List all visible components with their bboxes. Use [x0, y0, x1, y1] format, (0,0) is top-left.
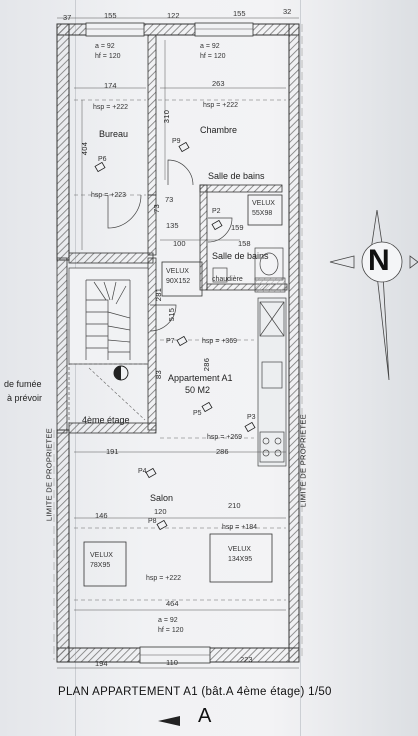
dim-apt-286: 286 [216, 447, 229, 456]
dim-hall-100: 100 [173, 239, 186, 248]
point-p7: P7 [166, 338, 175, 345]
dim-hall-83: 83 [153, 370, 163, 379]
window-hf-left: hf = 120 [95, 53, 121, 60]
dimension-lines [57, 17, 299, 669]
paper-fold [300, 0, 301, 736]
slope-lines [74, 99, 286, 601]
room-chaudiere: chaudière [212, 276, 243, 283]
dim-bureau-width: 174 [104, 81, 117, 90]
hsp-salon-bottom: hsp = +222 [146, 575, 182, 582]
window-sill-lines [86, 28, 253, 656]
window-hf-bottom: hf = 120 [158, 627, 184, 634]
dim-chambre-depth: 310 [162, 109, 172, 124]
dim-salon-464: 464 [166, 599, 179, 608]
staircase [68, 267, 149, 365]
velux-hall-size: 90X152 [166, 278, 191, 285]
hsp-salon-right: hsp = +184 [222, 524, 258, 531]
north-compass [329, 209, 418, 381]
dim-top-2: 155 [104, 11, 117, 20]
dim-top-3: 122 [167, 11, 180, 20]
point-p5: P5 [193, 410, 202, 417]
door-swings [107, 159, 233, 332]
dim-salon-120: 120 [154, 507, 167, 516]
point-p3: P3 [247, 414, 256, 421]
velux-sdb-size: 55X98 [252, 210, 273, 217]
velux-salon-right-label: VELUX [228, 546, 251, 553]
dim-sdb-159: 159 [231, 223, 244, 232]
dim-hall-73b: 73 [165, 195, 174, 204]
apartment-name: Appartement A1 [168, 373, 233, 383]
room-salon: Salon [150, 493, 174, 503]
interior-walls [56, 34, 288, 434]
dim-chambre-width: 263 [212, 79, 225, 88]
room-salle-de-bains-upper: Salle de bains [208, 171, 265, 181]
bathroom-fixtures [212, 247, 286, 293]
dim-salon-146: 146 [95, 511, 108, 520]
landing-diagonal [88, 367, 146, 421]
plan-title: PLAN APPARTEMENT A1 (bât.A 4ème étage) 1… [58, 686, 332, 698]
dim-top-1: 37 [63, 13, 72, 22]
point-p8: P8 [148, 518, 157, 525]
room-chambre: Chambre [200, 125, 238, 135]
hsp-hall: hsp = +369 [202, 338, 238, 345]
velux-salon-left-size: 78X95 [90, 562, 111, 569]
window-a-right: a = 92 [200, 43, 220, 50]
point-p6: P6 [98, 156, 107, 163]
velux-salon-right-size: 134X95 [228, 556, 253, 563]
window-a-bottom: a = 92 [158, 617, 178, 624]
dim-hall-515: 515 [167, 307, 177, 322]
hsp-appartement: hsp = +269 [207, 434, 243, 441]
dim-bureau-depth: 404 [80, 141, 90, 156]
paper-fold [75, 0, 76, 736]
velux-salon-left-label: VELUX [90, 552, 113, 559]
section-arrow [158, 716, 180, 726]
dim-hall-281: 281 [154, 287, 164, 302]
dim-apt-191: 191 [106, 447, 119, 456]
dim-sdb-158: 158 [238, 239, 251, 248]
room-bureau: Bureau [99, 129, 129, 139]
compass-north-letter: N [368, 244, 390, 277]
side-label-left: LIMITE DE PROPRIETEE [44, 427, 54, 522]
skylights [83, 194, 283, 587]
dim-top-4: 155 [233, 9, 246, 18]
dim-bottom-1: 194 [95, 659, 108, 668]
hsp-chambre-top: hsp = +222 [203, 102, 239, 109]
apartment-surface: 50 M2 [185, 385, 211, 395]
hsp-bureau-bottom: hsp = +223 [91, 192, 127, 199]
dim-hall-286: 286 [202, 357, 212, 372]
point-p9: P9 [172, 138, 181, 145]
velux-sdb-label: VELUX [252, 200, 275, 207]
window-top-right [194, 22, 254, 37]
dim-hall-73a: 73 [151, 204, 161, 213]
floor-label: 4ème étage [82, 415, 130, 425]
note-fumee-line2: à prévoir [7, 393, 43, 403]
outlet-symbols [94, 141, 256, 531]
window-top-left [85, 22, 145, 37]
dim-top-5: 32 [283, 7, 292, 16]
dim-salon-210: 210 [228, 501, 241, 510]
hsp-bureau-top: hsp = +222 [93, 104, 129, 111]
window-hf-right: hf = 120 [200, 53, 226, 60]
section-marker-label: A [198, 705, 212, 727]
landing [68, 363, 149, 424]
dim-hall-135: 135 [166, 221, 179, 230]
side-label-right: LIMITE DE PROPRIETEE [298, 413, 308, 508]
note-fumee-line1: de fumée [4, 379, 42, 389]
room-salle-de-bains: Salle de bains [212, 251, 269, 261]
window-a-left: a = 92 [95, 43, 115, 50]
point-p2: P2 [212, 208, 221, 215]
velux-hall-label: VELUX [166, 268, 189, 275]
point-p4: P4 [138, 468, 147, 475]
kitchen-unit [257, 297, 287, 467]
dim-bottom-3: 223 [240, 655, 253, 664]
dim-bottom-2: 110 [166, 658, 178, 667]
